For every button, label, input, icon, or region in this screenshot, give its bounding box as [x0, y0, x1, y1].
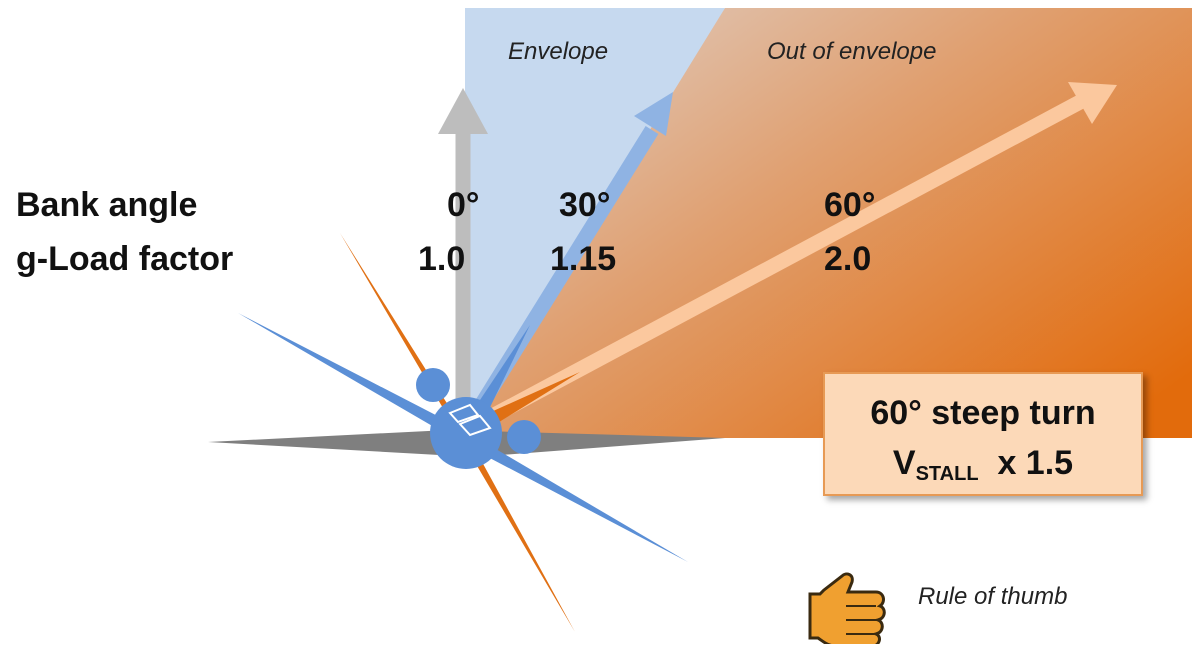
stall-subscript: STALL: [915, 463, 979, 485]
steep-turn-callout: 60° steep turn VSTALL x 1.5: [823, 372, 1143, 496]
bank-angle-0: 0°: [447, 186, 480, 224]
callout-title: 60° steep turn: [870, 394, 1096, 432]
thumbs-up-icon: [808, 572, 886, 648]
arrow-0-degrees: [438, 88, 488, 430]
g-load-2-0: 2.0: [824, 240, 872, 278]
aircraft-engine-left: [416, 368, 450, 402]
g-load-1-0: 1.0: [418, 240, 466, 278]
bank-angle-30: 30°: [559, 186, 611, 224]
g-load-factor-label: g-Load factor: [16, 240, 234, 278]
bank-angle-label: Bank angle: [16, 186, 198, 224]
cockpit-windows: [448, 403, 492, 437]
arrow-60-degrees: [466, 82, 1117, 435]
rule-of-thumb-label: Rule of thumb: [918, 583, 1068, 610]
callout-vstall-line: VSTALL x 1.5: [825, 444, 1141, 486]
out-of-envelope-label: Out of envelope: [767, 38, 937, 65]
v-symbol: V: [892, 444, 916, 482]
aircraft-engine-right: [507, 420, 541, 454]
bank-angle-60: 60°: [824, 186, 876, 224]
g-load-1-15: 1.15: [550, 240, 617, 278]
aircraft-fuselage: [430, 397, 502, 469]
stall-multiplier: x 1.5: [997, 444, 1074, 482]
envelope-label: Envelope: [508, 38, 609, 65]
